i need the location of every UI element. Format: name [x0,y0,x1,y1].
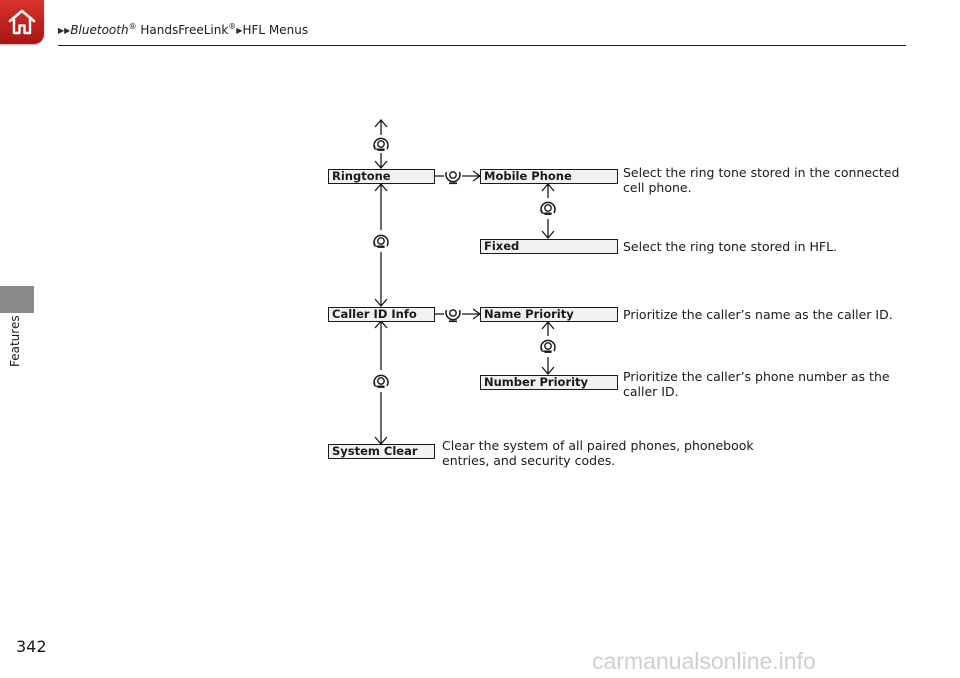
rotate-knob-icon [373,137,389,152]
header-divider [58,45,906,46]
mobile-phone-description: Select the ring tone stored in the conne… [623,165,900,195]
breadcrumb-arrow-icon: ▶ [236,26,243,35]
registered-mark: ® [128,22,137,31]
breadcrumb-link-hfl[interactable]: Bluetooth® HandsFreeLink® [70,22,237,37]
menu-item-caller-id-info[interactable]: Caller ID Info [328,307,435,322]
number-priority-description: Prioritize the caller’s phone number as … [623,369,890,399]
breadcrumb: ▶▶Bluetooth® HandsFreeLink®▶HFL Menus [58,20,308,39]
watermark: carmanualsonline.info [592,648,816,674]
home-icon [8,9,36,35]
registered-mark: ® [228,22,237,31]
section-tab[interactable] [0,286,34,313]
menu-item-ringtone[interactable]: Ringtone [328,169,435,184]
menu-item-fixed[interactable]: Fixed [480,239,618,254]
fixed-description: Select the ring tone stored in HFL. [623,239,838,254]
rotate-knob-icon [373,374,389,389]
menu-item-mobile-phone[interactable]: Mobile Phone [480,169,618,184]
menu-item-number-priority[interactable]: Number Priority [480,375,618,390]
name-priority-description: Prioritize the caller’s name as the call… [623,307,893,322]
breadcrumb-arrow-icon: ▶ [64,26,71,35]
system-clear-description: Clear the system of all paired phones, p… [442,438,754,468]
breadcrumb-bluetooth: Bluetooth [70,23,129,37]
breadcrumb-handsfreelink: HandsFreeLink [136,23,229,37]
press-knob-icon [445,309,461,323]
home-button[interactable] [0,0,44,44]
menu-item-system-clear[interactable]: System Clear [328,444,435,459]
menu-item-name-priority[interactable]: Name Priority [480,307,618,322]
page-number: 342 [16,637,47,656]
breadcrumb-link-hfl-menus[interactable]: HFL Menus [242,23,309,37]
press-knob-icon [445,171,461,185]
rotate-knob-icon [540,201,556,216]
rotate-knob-icon [540,339,556,354]
rotate-knob-icon [373,234,389,249]
breadcrumb-arrow-icon: ▶ [58,26,65,35]
